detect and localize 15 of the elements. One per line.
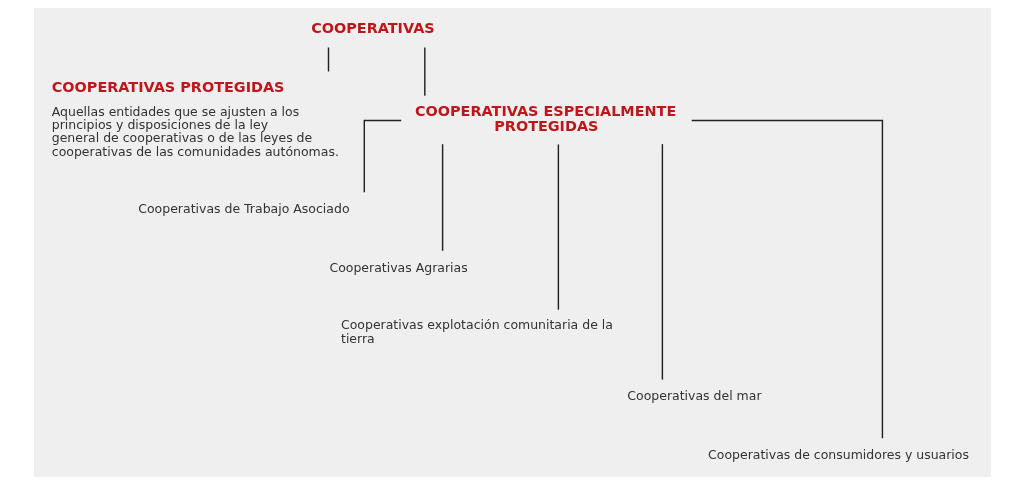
connector bbox=[363, 119, 402, 193]
connector bbox=[423, 46, 426, 97]
connector bbox=[557, 143, 559, 311]
node-text: Cooperativas explotación comunitaria de la tierra bbox=[340, 317, 613, 346]
connector bbox=[327, 46, 329, 73]
node-text: Cooperativas de Trabajo Asociado bbox=[137, 201, 350, 217]
connector bbox=[441, 143, 443, 252]
node-text: COOPERATIVAS bbox=[310, 19, 435, 36]
connector bbox=[690, 119, 883, 439]
connector bbox=[661, 143, 663, 381]
node-text: COOPERATIVAS ESPECIALMENTE PROTEGIDAS bbox=[414, 103, 676, 134]
node-text: Cooperativas de consumidores y usuarios bbox=[707, 447, 969, 463]
node-text: Cooperativas del mar bbox=[626, 388, 762, 404]
node-text: Cooperativas Agrarias bbox=[328, 259, 468, 275]
node-text: COOPERATIVAS PROTEGIDAS Aquellas entidades que se ajusten a los principios y disposiciones de la ley general de cooperativas o de las leyes de cooperativas de las comunidades autónomas. bbox=[51, 79, 339, 159]
